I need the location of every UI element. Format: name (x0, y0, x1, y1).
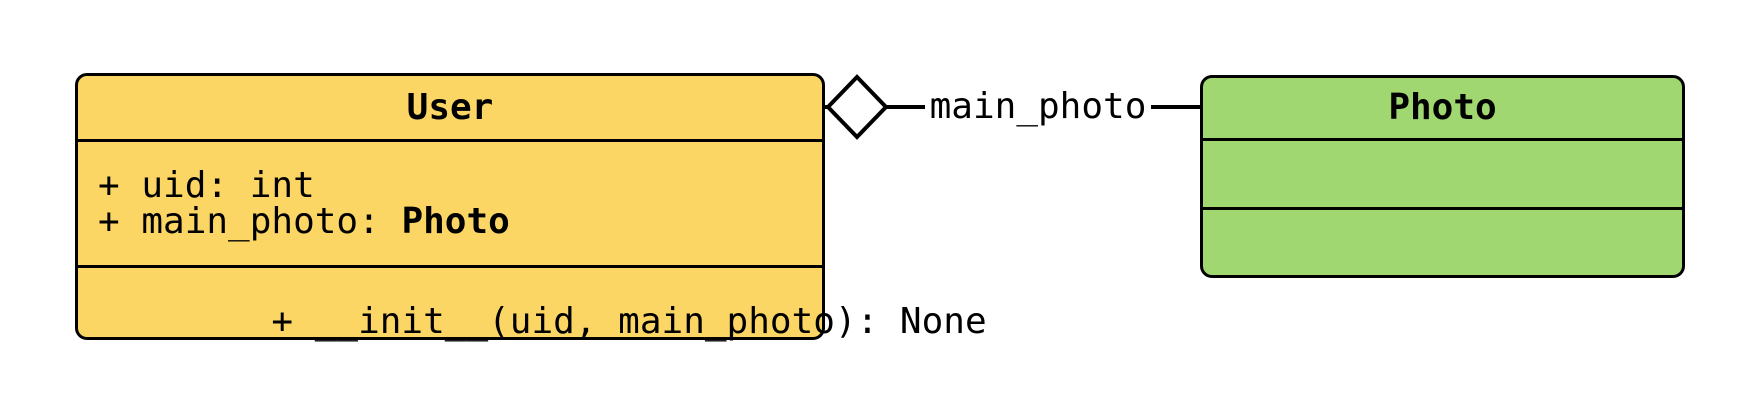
photo-methods-compartment (1203, 207, 1682, 275)
attribute-main-photo-text: + main_photo: (98, 200, 402, 242)
relationship-label: main_photo (925, 86, 1151, 128)
class-box-photo: Photo (1200, 75, 1685, 278)
class-name-user: User (406, 86, 494, 128)
attribute-main-photo: + main_photo: Photo (98, 200, 822, 242)
user-attributes-compartment: + uid: int + main_photo: Photo (78, 139, 822, 265)
class-title-photo: Photo (1203, 78, 1682, 138)
photo-attributes-compartment (1203, 138, 1682, 207)
user-methods-compartment: + __init__(uid, main_photo): None (78, 265, 987, 376)
class-box-user: User + uid: int + main_photo: Photo + __… (75, 73, 987, 340)
class-name-photo: Photo (1388, 87, 1497, 128)
class-title-user: User (78, 76, 822, 139)
attribute-uid: + uid: int (98, 164, 822, 206)
aggregation-diamond-icon (825, 74, 889, 140)
method-init: + __init__(uid, main_photo): None (98, 268, 986, 376)
attribute-uid-text: + uid: int (98, 164, 315, 206)
attribute-main-photo-type: Photo (401, 200, 510, 242)
method-init-text: + __init__(uid, main_photo): None (271, 301, 987, 342)
